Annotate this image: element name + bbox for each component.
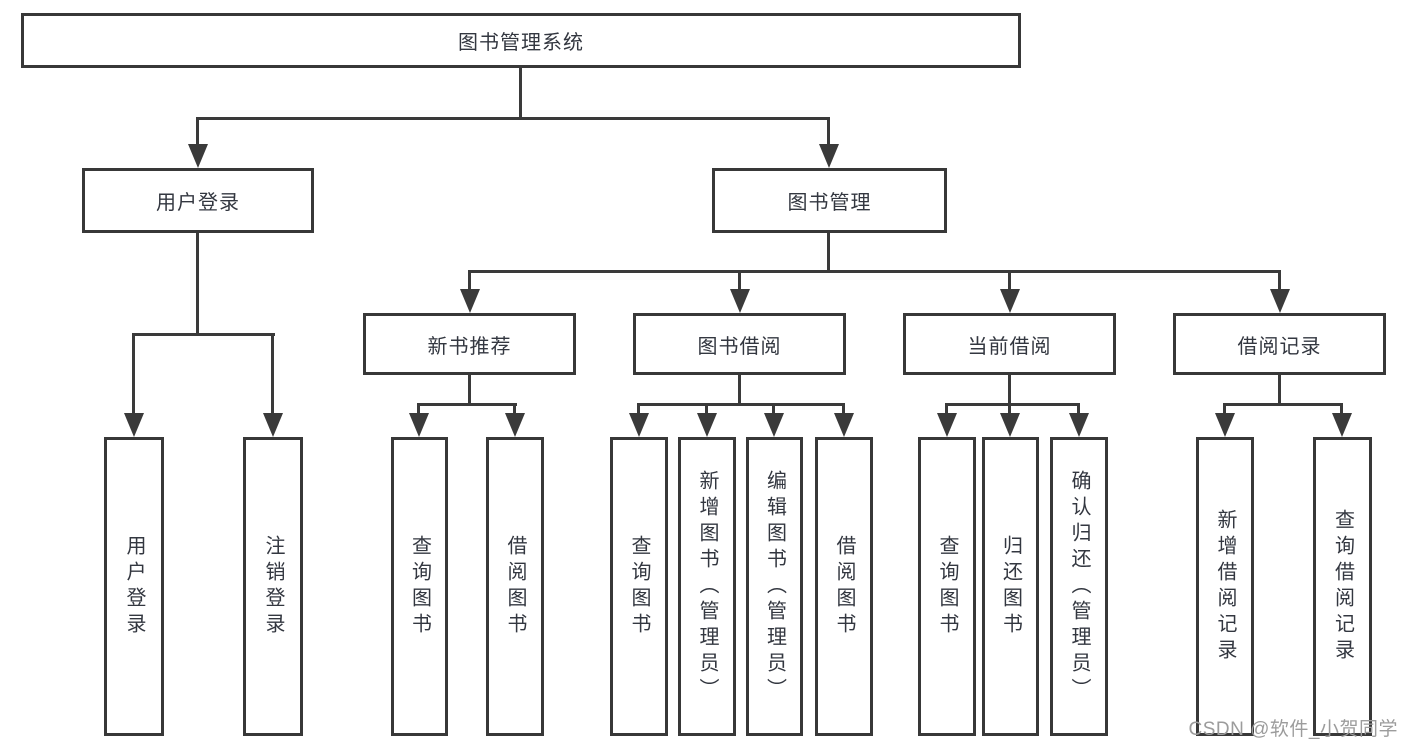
connector-drop-current-borrow [1008, 270, 1011, 293]
leaf-cb-confirm-return-admin-label: 确认归还（管理员） [1068, 469, 1090, 704]
connector-drop-new-book-rec [468, 270, 471, 293]
connector-book-borrow-stem [738, 374, 741, 406]
connector-drop-br-query [1340, 403, 1343, 416]
leaf-br-add-record-label: 新增借阅记录 [1214, 508, 1236, 665]
leaf-br-query-record-label: 查询借阅记录 [1331, 508, 1354, 665]
arrow-to-bb-edit [764, 413, 784, 437]
leaf-cb-return-books: 归还图书 [982, 437, 1039, 736]
connector-current-borrow-stem [1008, 374, 1011, 406]
arrow-to-leaf-logout [263, 413, 283, 437]
node-root-system: 图书管理系统 [21, 13, 1021, 68]
node-borrow-record-label: 借阅记录 [1237, 335, 1322, 358]
node-book-borrow-label: 图书借阅 [697, 335, 782, 358]
node-current-borrow-label: 当前借阅 [967, 335, 1052, 358]
arrow-to-leaf-user-login [124, 413, 144, 437]
connector-level1-rail [196, 117, 830, 120]
node-user-login: 用户登录 [82, 168, 314, 233]
connector-drop-br-add [1223, 403, 1226, 416]
leaf-bb-query-books: 查询图书 [610, 437, 668, 736]
connector-drop-bb-borrow [842, 403, 845, 416]
connector-user-login-rail [132, 333, 275, 336]
leaf-bb-add-books-admin-label: 新增图书（管理员） [696, 469, 718, 704]
connector-drop-book-mgmt [827, 117, 830, 147]
node-book-mgmt-label: 图书管理 [787, 192, 872, 214]
connector-drop-bb-add [705, 403, 708, 416]
leaf-bb-borrow-books-label: 借阅图书 [833, 534, 855, 639]
connector-book-mgmt-stem [827, 232, 830, 273]
connector-drop-rec-query [417, 403, 420, 416]
leaf-br-add-record: 新增借阅记录 [1196, 437, 1254, 736]
arrow-to-book-borrow [730, 289, 750, 313]
connector-book-borrow-rail [637, 403, 845, 406]
arrow-to-new-book-rec [460, 289, 480, 313]
arrow-to-br-add [1215, 413, 1235, 437]
leaf-logout: 注销登录 [243, 437, 303, 736]
node-borrow-record: 借阅记录 [1173, 313, 1386, 375]
node-book-mgmt: 图书管理 [712, 168, 947, 233]
csdn-watermark: CSDN @软件_小贺同学 [1188, 719, 1398, 740]
arrow-to-cb-return [1000, 413, 1020, 437]
leaf-logout-label: 注销登录 [262, 534, 284, 639]
connector-borrow-record-rail [1223, 403, 1343, 406]
connector-drop-user-login [196, 117, 199, 147]
connector-new-book-rec-rail [417, 403, 517, 406]
connector-new-book-rec-stem [468, 374, 471, 406]
arrow-to-rec-query [409, 413, 429, 437]
leaf-cb-query-books: 查询图书 [918, 437, 976, 736]
leaf-user-login-label: 用户登录 [123, 534, 145, 639]
leaf-cb-return-books-label: 归还图书 [999, 534, 1022, 639]
leaf-rec-borrow-books-label: 借阅图书 [504, 534, 526, 639]
connector-drop-cb-return [1008, 403, 1011, 416]
connector-root-stem [519, 68, 522, 118]
arrow-to-borrow-record [1270, 289, 1290, 313]
node-root-label: 图书管理系统 [458, 32, 584, 54]
arrow-to-bb-query [629, 413, 649, 437]
leaf-cb-query-books-label: 查询图书 [936, 534, 958, 639]
arrow-to-bb-add [697, 413, 717, 437]
arrow-to-cb-confirm [1069, 413, 1089, 437]
arrow-to-user-login [188, 144, 208, 168]
connector-drop-leaf-logout [271, 333, 274, 415]
node-user-login-label: 用户登录 [156, 192, 240, 214]
arrow-to-cb-query [937, 413, 957, 437]
arrow-to-rec-borrow [505, 413, 525, 437]
node-current-borrow: 当前借阅 [903, 313, 1116, 375]
connector-drop-bb-edit [772, 403, 775, 416]
leaf-br-query-record: 查询借阅记录 [1313, 437, 1372, 736]
connector-drop-cb-query [945, 403, 948, 416]
connector-drop-cb-confirm [1077, 403, 1080, 416]
connector-current-borrow-rail [945, 403, 1080, 406]
leaf-rec-borrow-books: 借阅图书 [486, 437, 544, 736]
arrow-to-current-borrow [1000, 289, 1020, 313]
arrow-to-br-query [1332, 413, 1352, 437]
leaf-bb-edit-books-admin: 编辑图书（管理员） [746, 437, 803, 736]
arrow-to-book-mgmt [819, 144, 839, 168]
connector-drop-borrow-record [1278, 270, 1281, 293]
connector-level3-rail [468, 270, 1281, 273]
node-book-borrow: 图书借阅 [633, 313, 846, 375]
leaf-bb-edit-books-admin-label: 编辑图书（管理员） [763, 469, 786, 704]
leaf-bb-query-books-label: 查询图书 [628, 534, 650, 639]
connector-drop-leaf-user-login [132, 333, 135, 415]
leaf-cb-confirm-return-admin: 确认归还（管理员） [1050, 437, 1108, 736]
leaf-bb-add-books-admin: 新增图书（管理员） [678, 437, 736, 736]
connector-drop-rec-borrow [513, 403, 516, 416]
connector-drop-bb-query [637, 403, 640, 416]
leaf-user-login: 用户登录 [104, 437, 164, 736]
node-new-book-rec-label: 新书推荐 [427, 335, 512, 358]
leaf-bb-borrow-books: 借阅图书 [815, 437, 873, 736]
connector-user-login-stem [196, 232, 199, 336]
leaf-rec-query-books-label: 查询图书 [408, 534, 431, 639]
arrow-to-bb-borrow [834, 413, 854, 437]
node-new-book-rec: 新书推荐 [363, 313, 576, 375]
leaf-rec-query-books: 查询图书 [391, 437, 448, 736]
connector-drop-book-borrow [738, 270, 741, 293]
connector-borrow-record-stem [1278, 374, 1281, 406]
